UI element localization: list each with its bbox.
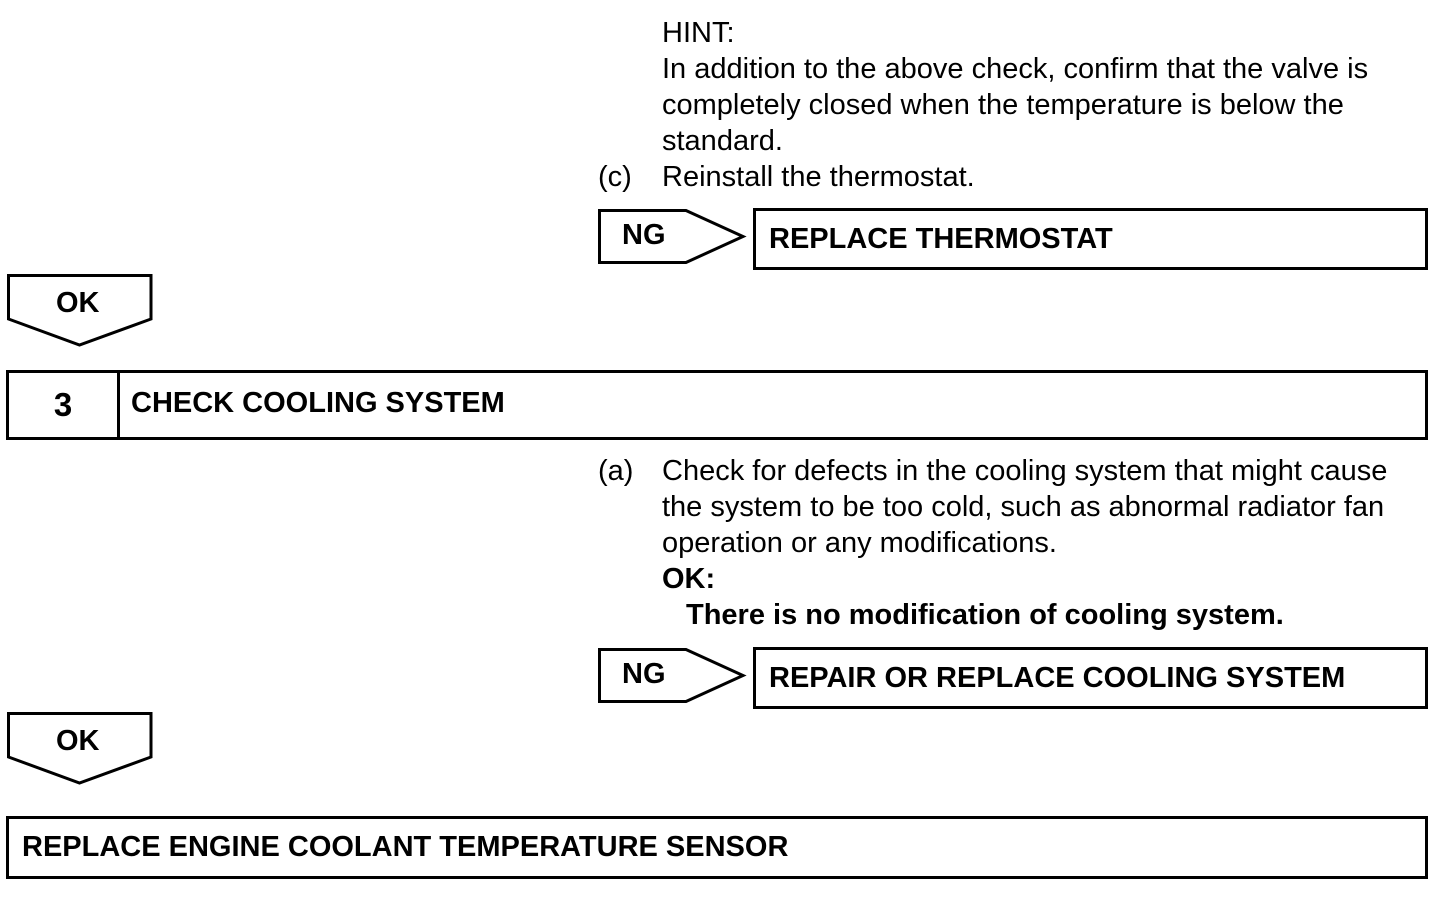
ng-arrow-2	[598, 648, 747, 703]
replace-ect-sensor-box: REPLACE ENGINE COOLANT TEMPERATURE SENSO…	[6, 816, 1428, 879]
hint-line-1: In addition to the above check, confirm …	[662, 53, 1369, 85]
replace-ect-sensor-text: REPLACE ENGINE COOLANT TEMPERATURE SENSO…	[22, 831, 789, 863]
replace-thermostat-text: REPLACE THERMOSTAT	[769, 223, 1113, 255]
step-c-text: Reinstall the thermostat.	[662, 161, 975, 193]
step-a-line-1: Check for defects in the cooling system …	[662, 455, 1388, 487]
ok-criteria-text: There is no modification of cooling syst…	[686, 599, 1284, 631]
hint-line-2: completely closed when the temperature i…	[662, 89, 1344, 121]
repair-cooling-system-text: REPAIR OR REPLACE COOLING SYSTEM	[769, 662, 1346, 694]
repair-cooling-system-box: REPAIR OR REPLACE COOLING SYSTEM	[753, 647, 1428, 709]
ok-arrow-2	[7, 712, 153, 785]
step-3-header: 3 CHECK COOLING SYSTEM	[6, 370, 1428, 440]
ng-tag-2: NG	[622, 658, 666, 690]
step-a-line-2: the system to be too cold, such as abnor…	[662, 491, 1385, 523]
replace-thermostat-box: REPLACE THERMOSTAT	[753, 208, 1428, 270]
hint-label: HINT:	[662, 17, 735, 49]
step-3-title: CHECK COOLING SYSTEM	[131, 387, 505, 419]
hint-line-3: standard.	[662, 125, 783, 157]
ok-arrow-1	[7, 274, 153, 347]
ok-tag-2: OK	[56, 725, 100, 757]
step-3-divider	[117, 373, 120, 437]
step-a-marker: (a)	[598, 455, 634, 487]
step-3-number: 3	[53, 386, 73, 423]
step-c-marker: (c)	[598, 161, 632, 193]
ng-tag-1: NG	[622, 219, 666, 251]
step-a-line-3: operation or any modifications.	[662, 527, 1057, 559]
ng-arrow-1	[598, 209, 747, 264]
ok-tag-1: OK	[56, 287, 100, 319]
ok-criteria-label: OK:	[662, 563, 716, 595]
